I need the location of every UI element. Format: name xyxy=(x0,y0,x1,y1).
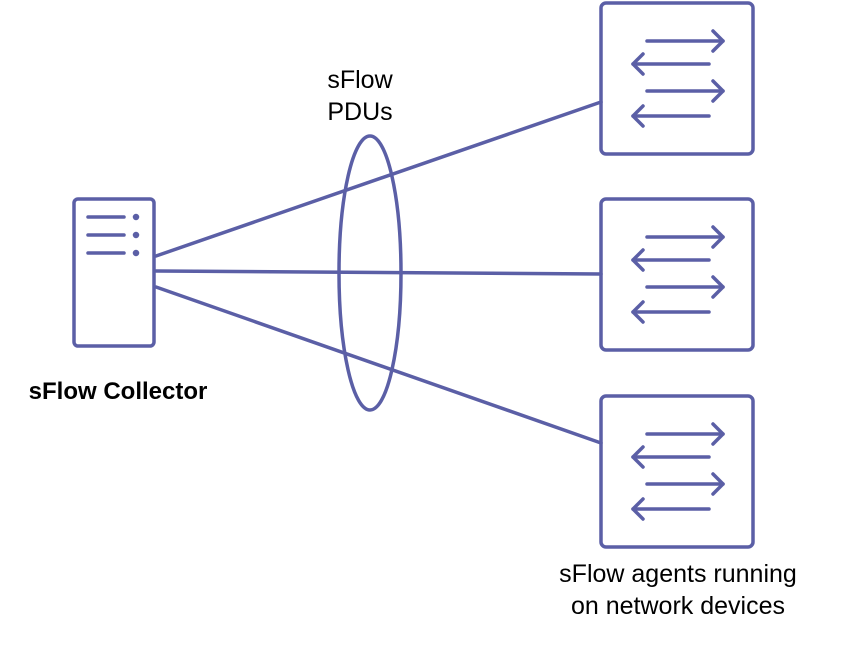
bidirectional-arrows-icon xyxy=(631,29,725,128)
agent-device-2 xyxy=(599,197,755,352)
pdu-label-line1: sFlow xyxy=(327,66,393,94)
agent-device-3 xyxy=(599,394,755,549)
connection-line-2 xyxy=(154,269,603,276)
connection-line-3 xyxy=(154,285,603,445)
connection-line-1 xyxy=(154,100,603,258)
agent-device-1 xyxy=(599,1,755,156)
agents-label-line1: sFlow agents running xyxy=(559,560,797,588)
pdu-label-line2: PDUs xyxy=(327,98,393,126)
agents-label-line2: on network devices xyxy=(570,592,785,620)
pdu-ellipse xyxy=(337,134,403,412)
bidirectional-arrows-icon xyxy=(631,225,725,324)
bidirectional-arrows-icon xyxy=(631,422,725,521)
agents-label: sFlow agents running on network devices xyxy=(520,558,836,622)
pdu-label: sFlow PDUs xyxy=(310,64,410,128)
collector-label: sFlow Collector xyxy=(28,378,208,405)
collector-server-icon xyxy=(72,197,156,348)
